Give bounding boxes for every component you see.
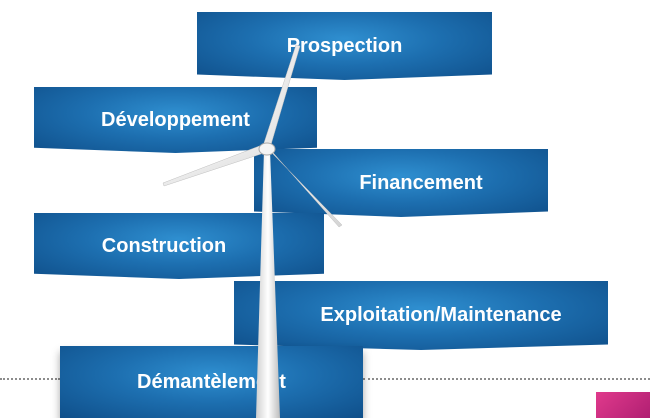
step-demantelement: Démantèlement bbox=[60, 346, 363, 418]
step-label: Démantèlement bbox=[137, 370, 286, 393]
step-prospection: Prospection bbox=[197, 12, 492, 80]
step-developpement: Développement bbox=[34, 87, 317, 153]
turbine-blade-right bbox=[267, 146, 343, 228]
step-construction: Construction bbox=[34, 213, 324, 279]
step-financement: Financement bbox=[254, 149, 548, 217]
step-label: Développement bbox=[101, 108, 250, 131]
turbine-tower bbox=[256, 150, 280, 418]
turbine-blade-left bbox=[162, 144, 265, 187]
step-label: Exploitation/Maintenance bbox=[320, 304, 562, 326]
dotted-line-left bbox=[0, 378, 60, 380]
step-exploitation-maintenance: Exploitation/Maintenance bbox=[234, 281, 608, 350]
turbine-hub bbox=[258, 142, 276, 156]
accent-shape bbox=[596, 392, 650, 418]
step-label: Prospection bbox=[286, 34, 403, 57]
turbine-blade-up bbox=[262, 44, 301, 149]
step-label: Financement bbox=[359, 171, 483, 194]
dotted-line-right bbox=[363, 378, 650, 380]
step-label: Construction bbox=[101, 234, 227, 257]
